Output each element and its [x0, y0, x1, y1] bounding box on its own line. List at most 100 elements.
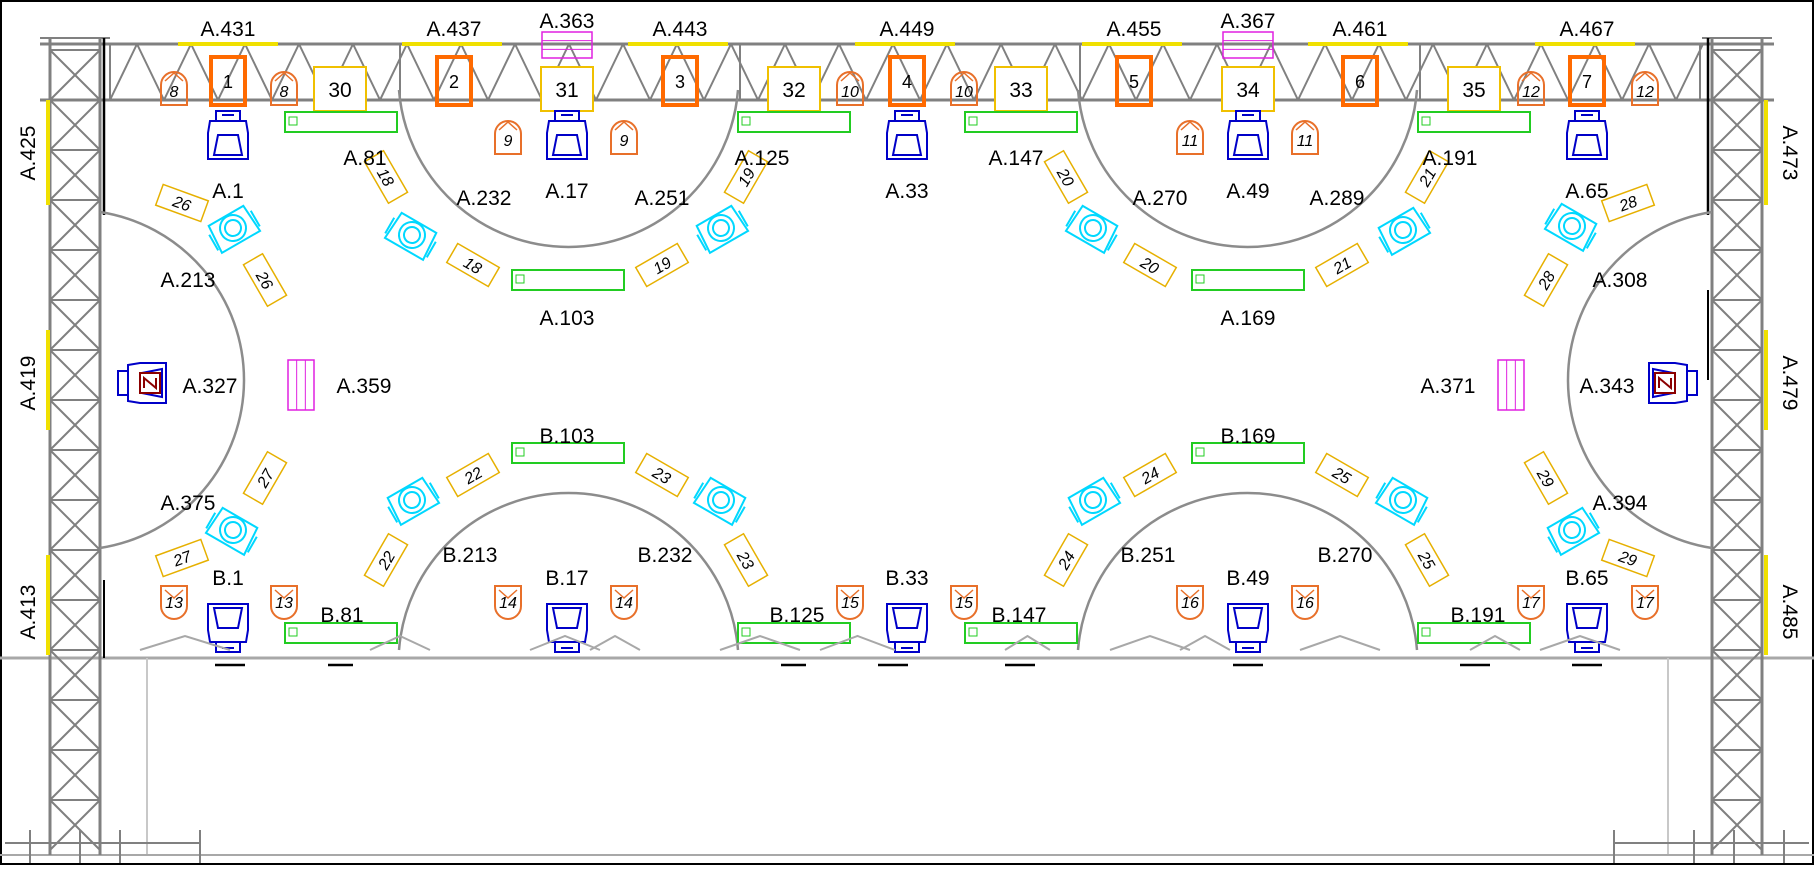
fixture-label: A.449: [880, 18, 935, 41]
fixture-label: B.232: [638, 544, 693, 567]
moving-head-wash-icon: [207, 204, 262, 255]
moving-head-wash-icon: [1546, 506, 1601, 557]
fixture-label: B.251: [1121, 544, 1176, 567]
strobe-number: 34: [1236, 79, 1260, 102]
led-batten-icon: 29: [1600, 538, 1656, 578]
fixture-label: B.191: [1451, 604, 1506, 627]
par-can-icon: 10: [950, 71, 978, 106]
blinder-number: 4: [902, 72, 912, 92]
fixture-label: B.17: [545, 567, 588, 590]
fixture-label: A.443: [653, 18, 708, 41]
moving-head-wash-icon: [386, 476, 441, 527]
blinder-number: 1: [223, 72, 233, 92]
led-batten-icon: 24: [1122, 452, 1178, 498]
par-number: 17: [1636, 595, 1655, 612]
led-batten-icon: 18: [445, 242, 501, 288]
led-batten-icon: 27: [154, 538, 210, 578]
strobe-number: 31: [555, 79, 578, 102]
par-can-icon: 11: [1291, 120, 1319, 155]
par-can-icon: 8: [160, 71, 188, 106]
par-number: 14: [615, 595, 633, 612]
par-can-icon: 9: [494, 120, 522, 155]
par-can-icon: 12: [1517, 71, 1545, 106]
fixture-label: A.367: [1221, 10, 1276, 33]
par-number: 13: [275, 595, 293, 612]
led-bar-icon: [1417, 111, 1531, 133]
moving-head-spot-icon: [1566, 603, 1608, 653]
par-number: 9: [620, 133, 629, 150]
fixture-label: A.125: [735, 147, 790, 170]
led-bar-icon: [737, 111, 851, 133]
par-can-icon: 16: [1176, 585, 1204, 620]
led-batten-icon: 22: [363, 532, 409, 588]
moving-head-spot-icon: [207, 603, 249, 653]
strobe-number: 32: [782, 79, 805, 102]
batten-number: 27: [170, 548, 195, 571]
par-number: 16: [1181, 595, 1199, 612]
led-bar-icon: [1191, 442, 1305, 464]
blinder-icon: 6: [1341, 55, 1379, 107]
par-number: 10: [955, 84, 973, 101]
par-can-icon: 11: [1176, 120, 1204, 155]
fixture-label: A.191: [1423, 147, 1478, 170]
fixture-label: A.308: [1593, 269, 1648, 292]
moving-head-spot-icon: [207, 110, 249, 160]
truss-position-label: A.425: [17, 126, 40, 181]
led-batten-icon: 19: [634, 242, 690, 288]
moving-head-spot-icon: [1648, 362, 1698, 404]
moving-head-wash-icon: [1064, 204, 1119, 255]
moving-head-wash-icon: [383, 211, 438, 262]
left-truss-tower: [40, 37, 110, 855]
moving-head-wash-icon: [695, 204, 750, 255]
par-number: 16: [1296, 595, 1314, 612]
strobe-number: 33: [1009, 79, 1032, 102]
truss-base-feet: [5, 830, 1809, 863]
fixture-label: A.81: [343, 147, 386, 170]
par-number: 15: [841, 595, 859, 612]
par-can-icon: 10: [836, 71, 864, 106]
led-batten-icon: 21: [1404, 149, 1450, 205]
fixture-label: A.327: [183, 375, 238, 398]
fixture-label: A.431: [201, 18, 256, 41]
stage-arcs: [99, 89, 1713, 651]
strobe-number: 35: [1462, 79, 1485, 102]
par-number: 11: [1297, 133, 1314, 150]
truss-position-label: A.485: [1778, 585, 1801, 640]
led-bar-icon: [284, 622, 398, 644]
led-batten-icon: 29: [1523, 450, 1569, 506]
fixture-label: A.103: [540, 307, 595, 330]
par-number: 15: [955, 595, 973, 612]
par-can-icon: 13: [270, 585, 298, 620]
truss-position-label: A.479: [1778, 356, 1801, 411]
floor-stands: [139, 634, 1621, 651]
led-batten-icon: 27: [242, 450, 288, 506]
led-batten-icon: 20: [1043, 149, 1089, 205]
batten-number: 29: [1615, 548, 1639, 570]
blinder-number: 3: [675, 72, 685, 92]
par-can-icon: 16: [1291, 585, 1319, 620]
par-number: 12: [1636, 84, 1654, 101]
fixture-label: B.169: [1221, 425, 1276, 448]
batten-number: 28: [1616, 193, 1640, 215]
led-bar-icon: [1191, 269, 1305, 291]
strobe-icon: 34: [1221, 66, 1275, 112]
moving-head-spot-icon: [546, 603, 588, 653]
moving-head-wash-icon: [1067, 476, 1122, 527]
moving-head-wash-icon: [1543, 202, 1598, 253]
strobe-icon: 33: [994, 66, 1048, 112]
led-batten-icon: 21: [1314, 242, 1370, 288]
led-bar-icon: [964, 111, 1078, 133]
fixture-label: B.103: [540, 425, 595, 448]
led-bar-icon: [737, 622, 851, 644]
blinder-number: 7: [1582, 72, 1592, 92]
fixture-label: A.375: [161, 492, 216, 515]
par-can-icon: 14: [610, 585, 638, 620]
batten-number: 18: [373, 166, 397, 190]
fixture-label: A.147: [989, 147, 1044, 170]
hazer-icon: [541, 31, 593, 59]
par-number: 8: [170, 84, 179, 101]
par-number: 10: [841, 84, 859, 101]
fixture-label: A.33: [885, 180, 928, 203]
fixture-label: A.461: [1333, 18, 1388, 41]
